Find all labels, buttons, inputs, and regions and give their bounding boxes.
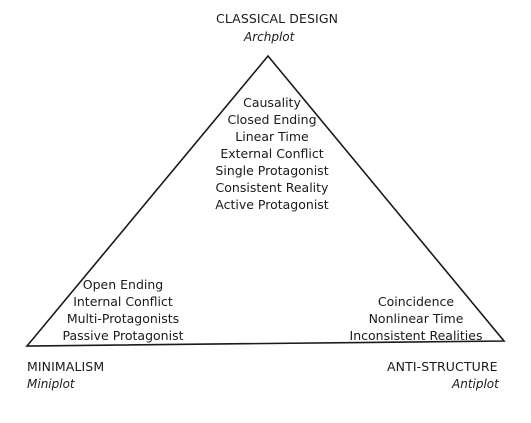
vertex-subtitle-miniplot: Miniplot xyxy=(27,377,75,391)
list-item: Passive Protagonist xyxy=(62,328,184,343)
list-item: Multi-Protagonists xyxy=(66,311,180,326)
list-item: Causality xyxy=(243,95,301,110)
vertex-title-classical-design: CLASSICAL DESIGN xyxy=(216,11,339,26)
miniplot-characteristics: Open Ending Internal Conflict Multi-Prot… xyxy=(58,276,188,344)
list-item: Linear Time xyxy=(235,129,309,144)
list-item: Open Ending xyxy=(82,277,164,292)
list-item: Coincidence xyxy=(377,294,455,309)
list-item: Inconsistent Realities xyxy=(349,328,483,343)
list-item: Closed Ending xyxy=(227,112,317,127)
antiplot-characteristics: Coincidence Nonlinear Time Inconsistent … xyxy=(345,293,487,344)
list-item: Consistent Reality xyxy=(215,180,329,195)
list-item: External Conflict xyxy=(220,146,324,161)
vertex-subtitle-archplot: Archplot xyxy=(244,30,295,44)
list-item: Single Protagonist xyxy=(215,163,329,178)
archplot-characteristics: Causality Closed Ending Linear Time Exte… xyxy=(204,94,340,213)
list-item: Nonlinear Time xyxy=(368,311,464,326)
list-item: Active Protagonist xyxy=(215,197,329,212)
list-item: Internal Conflict xyxy=(73,294,173,309)
vertex-title-minimalism: MINIMALISM xyxy=(27,359,105,374)
vertex-subtitle-antiplot: Antiplot xyxy=(452,377,499,391)
vertex-title-anti-structure: ANTI-STRUCTURE xyxy=(387,359,498,374)
plot-triangle xyxy=(25,54,506,347)
